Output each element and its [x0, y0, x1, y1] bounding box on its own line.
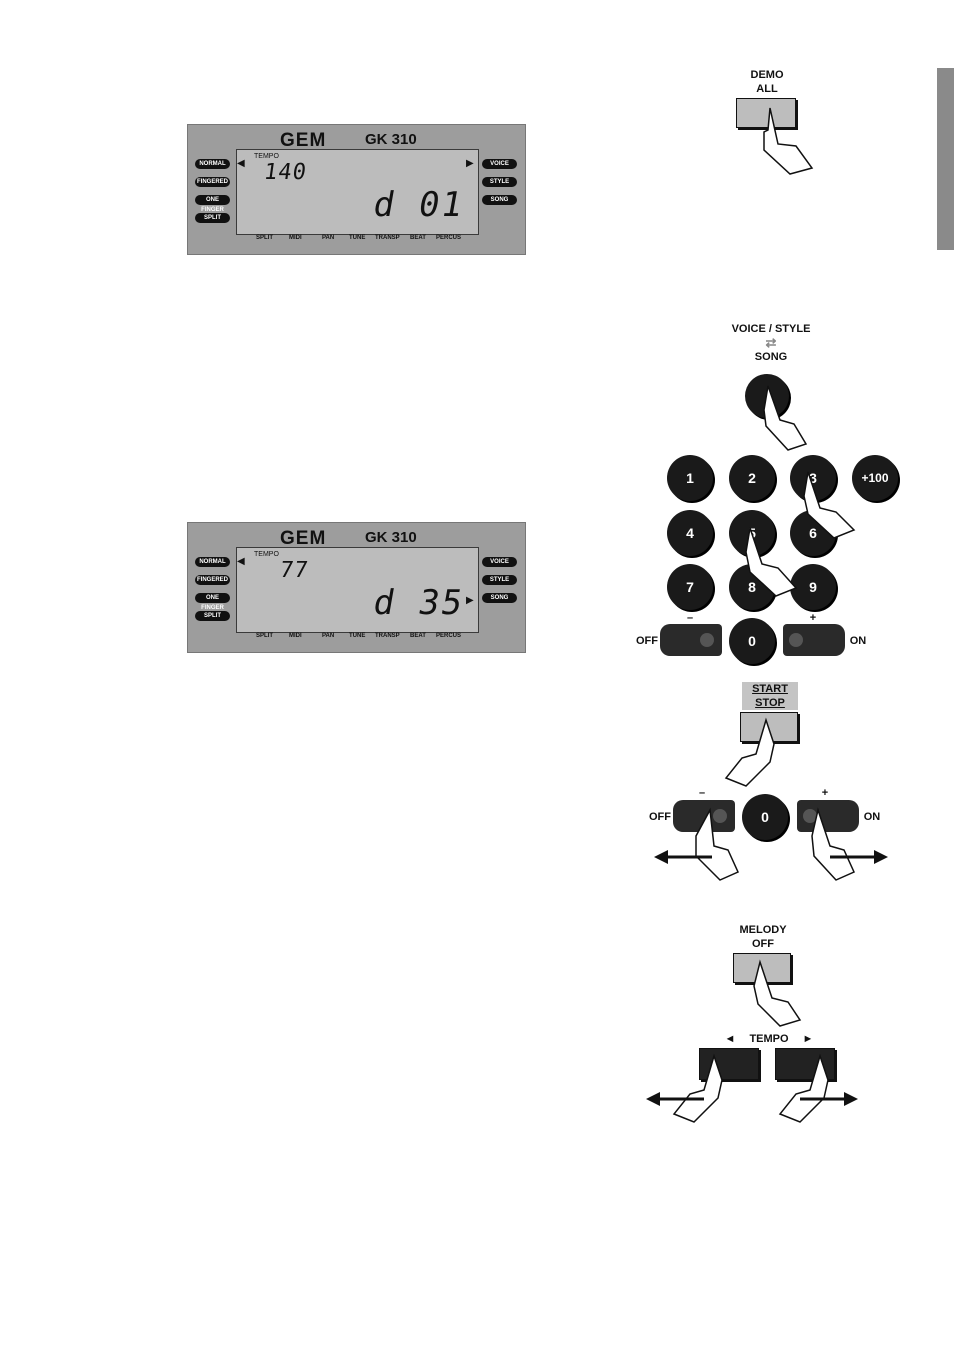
off-label: OFF — [649, 811, 671, 823]
mode-split: SPLIT — [195, 213, 230, 223]
left-arrow-icon: ◀ — [237, 158, 245, 169]
arrow-left-icon — [654, 850, 712, 864]
key-9[interactable]: 9 — [790, 564, 836, 610]
left-arrow-icon: ◀ — [237, 556, 245, 567]
label-pan: PAN — [322, 633, 335, 639]
pressing-hand-icon — [778, 1053, 829, 1123]
key-plus-100[interactable]: +100 — [852, 455, 898, 501]
model-name: GK 310 — [365, 131, 417, 148]
lcd-screen — [236, 547, 479, 633]
on-plus-button[interactable] — [797, 800, 859, 832]
label-percus: PERCUS — [436, 633, 462, 639]
demo-all-button[interactable] — [736, 98, 796, 128]
pressing-hand-icon — [695, 807, 739, 881]
tempo-left-arrow-icon: ◄ — [724, 1033, 736, 1045]
pressing-hand-icon — [672, 1053, 723, 1123]
label-beat: BEAT — [410, 633, 426, 639]
label-midi: MIDI — [289, 235, 302, 241]
mode-split: SPLIT — [195, 611, 230, 621]
lcd-screen — [236, 149, 479, 235]
chapter-tab — [937, 68, 954, 250]
tempo-value: 140 — [262, 160, 309, 185]
pressing-hand-icon — [724, 717, 775, 787]
minus-label: – — [698, 787, 706, 799]
brand-logo: GEM — [280, 130, 327, 151]
plus-label: + — [809, 612, 817, 624]
mode-normal: NORMAL — [195, 159, 230, 169]
arrow-right-icon — [830, 850, 888, 864]
pressing-hand-icon — [745, 527, 798, 597]
mode-voice: VOICE — [482, 557, 517, 567]
label-tune: TUNE — [349, 633, 366, 639]
tempo-label: TEMPO — [254, 153, 279, 160]
right-arrow-icon: ▶ — [466, 158, 474, 169]
minus-label: – — [686, 612, 694, 624]
pressing-hand-icon — [763, 107, 814, 175]
key-7[interactable]: 7 — [667, 564, 713, 610]
mode-song: SONG — [482, 195, 517, 205]
key-4[interactable]: 4 — [667, 510, 713, 556]
right-arrow-icon: ▶ — [466, 595, 474, 606]
tempo-down-button[interactable] — [699, 1048, 759, 1080]
tempo-label: TEMPO — [254, 551, 279, 558]
pressing-hand-icon — [753, 959, 802, 1027]
pressing-hand-icon — [803, 471, 856, 539]
plus-label: + — [821, 787, 829, 799]
label-transp: TRANSP — [375, 235, 400, 241]
voice-style-song-label: VOICE / STYLE ⇄ SONG — [726, 322, 816, 364]
on-label: ON — [849, 635, 867, 647]
mode-style: STYLE — [482, 177, 517, 187]
off-minus-button[interactable] — [660, 624, 722, 656]
mode-voice: VOICE — [482, 159, 517, 169]
label-split: SPLIT — [256, 235, 274, 241]
tempo-label: TEMPO — [749, 1033, 789, 1045]
label-tune: TUNE — [349, 235, 366, 241]
key-2[interactable]: 2 — [729, 455, 775, 501]
label-percus: PERCUS — [436, 235, 462, 241]
lcd-display-1: GEM GK 310 ◀ ▶ TEMPO 140 d 01 NORMAL FIN… — [187, 124, 526, 255]
on-label: ON — [863, 811, 881, 823]
mode-normal: NORMAL — [195, 557, 230, 567]
demo-code: d 35 — [370, 583, 468, 623]
mode-song: SONG — [482, 593, 517, 603]
brand-logo: GEM — [280, 528, 327, 549]
label-split: SPLIT — [256, 633, 274, 639]
model-name: GK 310 — [365, 529, 417, 546]
tempo-right-arrow-icon: ► — [802, 1033, 814, 1045]
lcd-display-2: GEM GK 310 ◀ ▶ TEMPO 77 d 35 NORMAL FING… — [187, 522, 526, 653]
mode-one-finger: ONE FINGER — [195, 195, 230, 213]
off-label: OFF — [636, 635, 658, 647]
pressing-hand-icon — [811, 807, 855, 881]
on-plus-button[interactable] — [783, 624, 845, 656]
toggle-arrows-icon: ⇄ — [765, 335, 777, 350]
key-0[interactable]: 0 — [742, 794, 788, 840]
arrow-left-icon — [646, 1092, 704, 1106]
mode-fingered: FINGERED — [195, 177, 230, 187]
key-1[interactable]: 1 — [667, 455, 713, 501]
demo-code: d 01 — [370, 185, 468, 225]
pressing-hand-icon — [763, 385, 808, 451]
arrow-right-icon — [800, 1092, 858, 1106]
label-midi: MIDI — [289, 633, 302, 639]
mode-fingered: FINGERED — [195, 575, 230, 585]
label-beat: BEAT — [410, 235, 426, 241]
mode-one-finger: ONE FINGER — [195, 593, 230, 611]
label-pan: PAN — [322, 235, 335, 241]
mode-style: STYLE — [482, 575, 517, 585]
key-0[interactable]: 0 — [729, 618, 775, 664]
tempo-value: 77 — [278, 558, 311, 583]
label-transp: TRANSP — [375, 633, 400, 639]
